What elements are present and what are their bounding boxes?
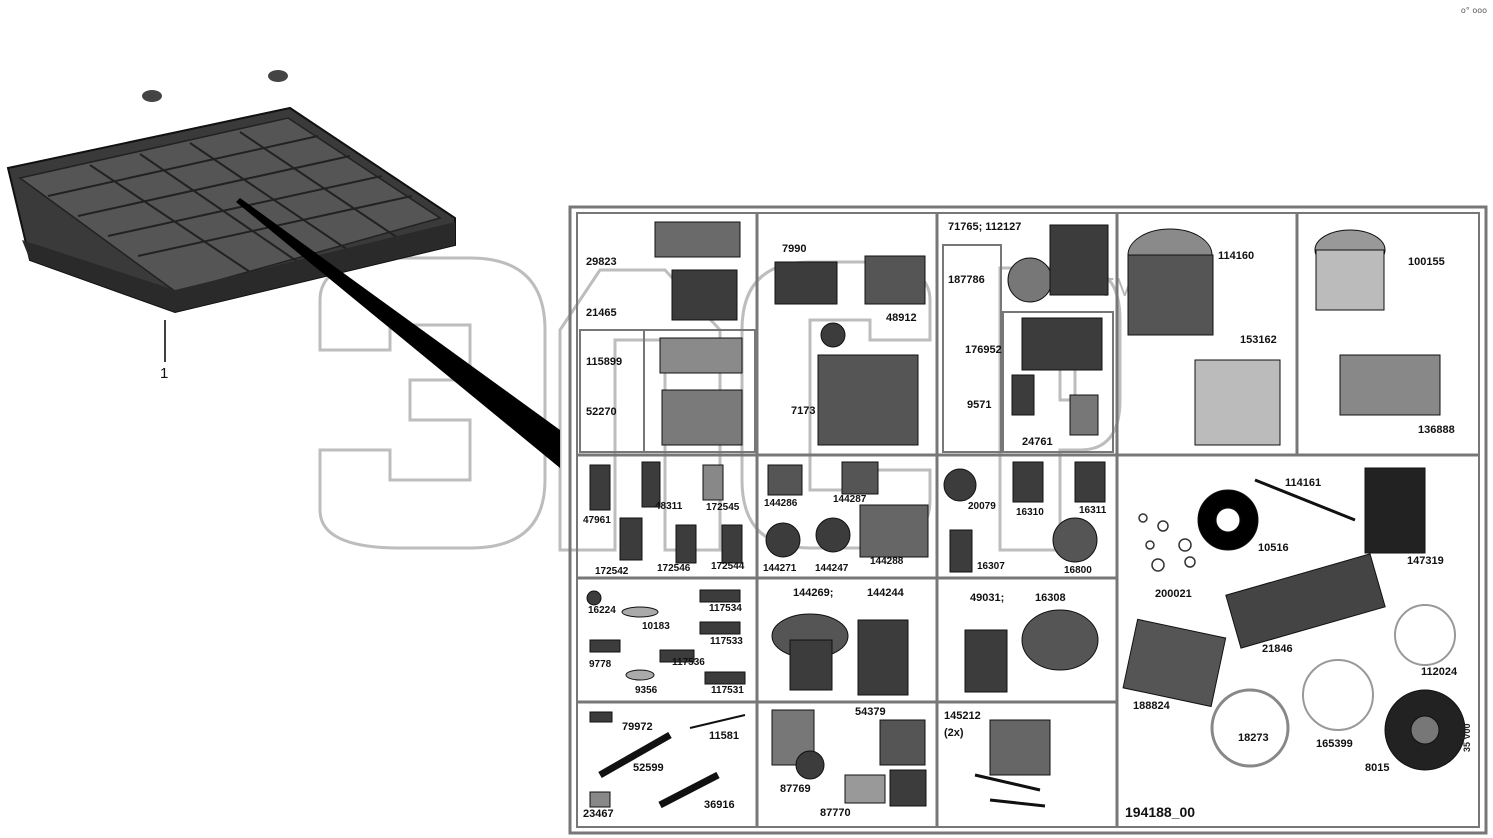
part-label: 8015 (1365, 762, 1390, 774)
part-label: 9778 (589, 659, 612, 670)
part-label: 117534 (709, 603, 742, 614)
part-label: 52599 (633, 762, 664, 774)
part-label: 10183 (642, 621, 670, 632)
callout-number: 1 (160, 365, 168, 382)
part-label: 100155 (1408, 256, 1445, 268)
part-label: 20079 (968, 501, 996, 512)
part-label: 16310 (1016, 507, 1044, 518)
part-label: 16308 (1035, 592, 1066, 604)
part-label: 87769 (780, 783, 811, 795)
part-label: 200021 (1155, 588, 1192, 600)
part-label: 7173 (791, 405, 816, 417)
part-label: 187786 (948, 274, 985, 286)
part-label: 7990 (782, 243, 807, 255)
part-label: 117531 (711, 685, 744, 696)
part-label: 10516 (1258, 542, 1289, 554)
kit-panel (568, 205, 1488, 835)
part-label: 112024 (1421, 666, 1458, 678)
part-label: 16311 (1079, 505, 1107, 516)
part-label: 147319 (1407, 555, 1444, 567)
part-label: 114161 (1285, 477, 1322, 489)
part-label: 24761 (1022, 436, 1053, 448)
part-label: 172545 (706, 502, 740, 513)
pointer-wedge (236, 198, 560, 468)
storage-box (6, 70, 456, 314)
watermark-letter-2 (558, 268, 722, 552)
part-label: 23467 (583, 808, 614, 820)
part-label: 21465 (586, 307, 617, 319)
part-label: 117533 (710, 636, 743, 647)
part-label: 145212 (944, 710, 981, 722)
part-images (586, 221, 1466, 809)
part-label: 36916 (704, 799, 735, 811)
part-label: 115899 (586, 356, 623, 368)
part-label: 144286 (764, 498, 798, 509)
part-label: 49031; (970, 592, 1005, 604)
part-label: 47961 (583, 515, 611, 526)
part-label: 87770 (820, 807, 851, 819)
part-label: 114160 (1218, 250, 1255, 262)
part-label: 71765; 112127 (948, 221, 1022, 233)
part-label: 117536 (672, 657, 705, 668)
corner-mark: o° ooo (1460, 6, 1487, 15)
part-label: 16800 (1064, 565, 1092, 576)
part-label: 16224 (588, 605, 616, 616)
part-label: 172546 (657, 563, 691, 574)
part-label: 48912 (886, 312, 917, 324)
part-label: 79972 (622, 721, 653, 733)
part-label: 29823 (586, 256, 617, 268)
part-label: 188824 (1133, 700, 1170, 712)
part-label: 52270 (586, 406, 617, 418)
part-label: 172542 (595, 566, 629, 577)
part-label: 172544 (711, 561, 745, 572)
vertical-code: 35 V00 (1462, 723, 1472, 752)
part-label: 9571 (967, 399, 992, 411)
part-label: (2x) (944, 727, 964, 739)
part-label: 54379 (855, 706, 886, 718)
drawing-number: 194188_00 (1125, 804, 1196, 820)
part-label: 144247 (815, 563, 849, 574)
part-label: 144288 (870, 556, 904, 567)
part-label: 144271 (763, 563, 797, 574)
part-label: 48311 (655, 501, 683, 512)
part-label: 144244 (867, 587, 904, 599)
part-label: 144287 (833, 494, 867, 505)
part-label: 11581 (709, 730, 739, 742)
part-label: 144269; (793, 587, 834, 599)
part-label: 136888 (1418, 424, 1455, 436)
part-label: 153162 (1240, 334, 1277, 346)
part-label: 18273 (1238, 732, 1269, 744)
part-label: 21846 (1262, 643, 1293, 655)
part-label: 165399 (1316, 738, 1353, 750)
part-label: 16307 (977, 561, 1005, 572)
part-label: 9356 (635, 685, 658, 696)
part-label: 176952 (965, 344, 1002, 356)
